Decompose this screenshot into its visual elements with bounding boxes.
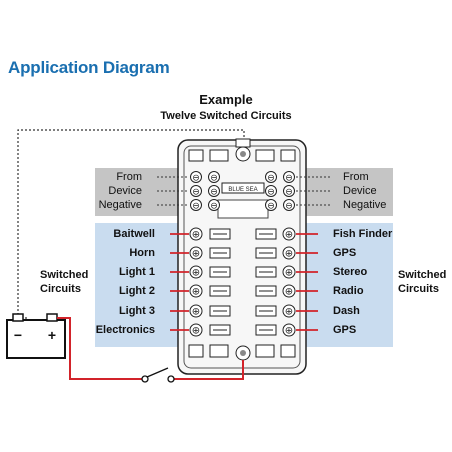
svg-text:⊖: ⊖ — [192, 173, 200, 183]
svg-text:⊕: ⊕ — [192, 268, 200, 279]
circuits-left-4: Light 3 — [118, 305, 155, 317]
negative-terminal — [208, 199, 220, 211]
svg-text:⊕: ⊕ — [285, 307, 293, 318]
svg-text:⊖: ⊖ — [285, 173, 293, 183]
negative_labels-left-1: Device — [108, 185, 142, 197]
left-negative-panel — [95, 168, 188, 216]
circuits-right-2: Stereo — [333, 266, 368, 278]
svg-text:BLUE SEA: BLUE SEA — [228, 187, 257, 193]
svg-text:⊕: ⊕ — [285, 287, 293, 298]
svg-text:⊖: ⊖ — [210, 173, 218, 183]
negative-terminal — [190, 171, 202, 183]
page-title: Application Diagram — [8, 58, 170, 77]
negative-terminal — [265, 185, 277, 197]
negative_labels-left-2: Negative — [98, 199, 142, 211]
circuits-right-5: GPS — [333, 324, 357, 336]
negative-terminal — [190, 185, 202, 197]
negative_labels-right-2: Negative — [343, 199, 387, 211]
negative-terminal — [208, 171, 220, 183]
positive-terminal — [189, 284, 203, 298]
positive-terminal — [282, 323, 296, 337]
negative_labels-left-0: From — [116, 171, 142, 183]
svg-text:⊕: ⊕ — [192, 249, 200, 260]
circuits-right-3: Radio — [333, 285, 364, 297]
svg-text:⊖: ⊖ — [267, 201, 275, 211]
circuits-right-1: GPS — [333, 247, 357, 259]
svg-text:⊕: ⊕ — [192, 230, 200, 241]
right-circuit-panel — [300, 223, 393, 347]
negative-terminal — [190, 199, 202, 211]
positive-terminal — [189, 265, 203, 279]
negative-terminal — [265, 171, 277, 183]
svg-text:−: − — [14, 327, 22, 343]
svg-text:⊕: ⊕ — [285, 268, 293, 279]
positive-main-wire — [57, 317, 142, 380]
circuits-right-4: Dash — [333, 305, 360, 317]
positive-terminal — [282, 304, 296, 318]
svg-text:⊖: ⊖ — [285, 187, 293, 197]
negative-terminal — [208, 185, 220, 197]
svg-text:⊕: ⊕ — [192, 307, 200, 318]
right-negative-panel — [300, 168, 393, 216]
negative_labels-right-0: From — [343, 171, 369, 183]
negative_labels-right-1: Device — [343, 185, 377, 197]
positive-terminal — [189, 227, 203, 241]
positive-terminal — [282, 246, 296, 260]
svg-text:⊕: ⊕ — [285, 326, 293, 337]
svg-text:⊖: ⊖ — [285, 201, 293, 211]
circuits-left-5: Electronics — [95, 324, 155, 336]
negative-terminal — [283, 185, 295, 197]
positive-switch-wire — [174, 360, 244, 380]
negative-terminal — [283, 171, 295, 183]
svg-text:⊕: ⊕ — [285, 249, 293, 260]
svg-text:+: + — [48, 327, 56, 343]
svg-text:⊖: ⊖ — [210, 187, 218, 197]
svg-text:⊖: ⊖ — [192, 201, 200, 211]
positive-terminal — [189, 304, 203, 318]
positive-terminal — [282, 284, 296, 298]
svg-text:⊕: ⊕ — [192, 287, 200, 298]
circuits-left-3: Light 2 — [118, 285, 155, 297]
negative-terminal — [283, 199, 295, 211]
circuits-left-1: Horn — [129, 247, 155, 259]
positive-terminal — [189, 246, 203, 260]
example-subtitle: Twelve Switched Circuits — [160, 110, 292, 122]
circuits-left-0: Baitwell — [113, 228, 155, 240]
negative-terminal — [265, 199, 277, 211]
svg-text:⊖: ⊖ — [267, 173, 275, 183]
svg-text:⊕: ⊕ — [285, 230, 293, 241]
circuits-left-2: Light 1 — [118, 266, 155, 278]
left-circuit-panel — [95, 223, 188, 347]
circuits-right-0: Fish Finder — [333, 228, 393, 240]
svg-text:⊖: ⊖ — [210, 201, 218, 211]
svg-text:⊕: ⊕ — [192, 326, 200, 337]
positive-terminal — [282, 227, 296, 241]
svg-text:⊖: ⊖ — [267, 187, 275, 197]
battery-icon: − + — [6, 313, 66, 359]
example-title: Example — [199, 92, 253, 107]
svg-text:⊖: ⊖ — [192, 187, 200, 197]
switch-icon — [141, 367, 175, 383]
positive-terminal — [189, 323, 203, 337]
positive-terminal — [282, 265, 296, 279]
